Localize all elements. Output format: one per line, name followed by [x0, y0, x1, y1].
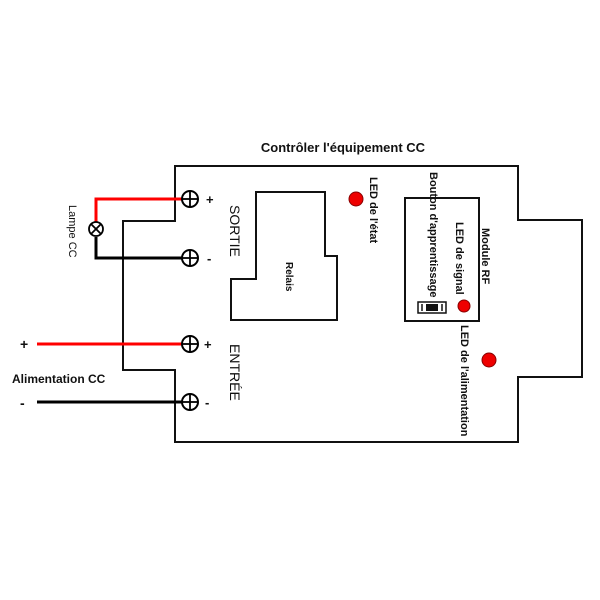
lamp-positive-wire — [94, 197, 190, 222]
supply-label: Alimentation CC — [12, 372, 106, 386]
signal-led — [457, 299, 471, 313]
supply-minus-sign: - — [20, 395, 25, 411]
status-led-label: LED de l'état — [367, 177, 379, 244]
terminal-output-minus-sign: - — [207, 251, 211, 266]
signal-led-label: LED de signal — [453, 222, 465, 295]
terminal-output-plus-sign: + — [206, 192, 214, 207]
terminal-input-minus — [181, 393, 199, 411]
status-led — [348, 191, 364, 207]
lamp-negative-wire — [94, 237, 190, 260]
terminal-input-plus-sign: + — [204, 337, 212, 352]
terminal-input-plus — [181, 335, 199, 353]
supply-plus-sign: + — [20, 336, 28, 352]
lamp-label: Lampe CC — [66, 205, 78, 258]
board-outline — [122, 165, 583, 443]
rf-module-label: Module RF — [479, 228, 491, 284]
terminal-output-minus — [181, 249, 199, 267]
lamp-icon — [88, 221, 104, 237]
diagram-title: Contrôler l'équipement CC — [261, 140, 426, 155]
input-label: ENTRÉE — [227, 344, 243, 401]
rf-module — [404, 197, 480, 322]
learn-button[interactable] — [417, 301, 447, 314]
relay-block — [230, 191, 338, 321]
power-led-label: LED de l'alimentation — [458, 325, 470, 437]
relay-label: Relais — [283, 262, 294, 292]
output-label: SORTIE — [227, 205, 243, 257]
terminal-input-minus-sign: - — [205, 395, 209, 410]
terminal-output-plus — [181, 190, 199, 208]
learn-button-label: Bouton d'apprentissage — [427, 172, 439, 297]
power-led — [481, 352, 497, 368]
